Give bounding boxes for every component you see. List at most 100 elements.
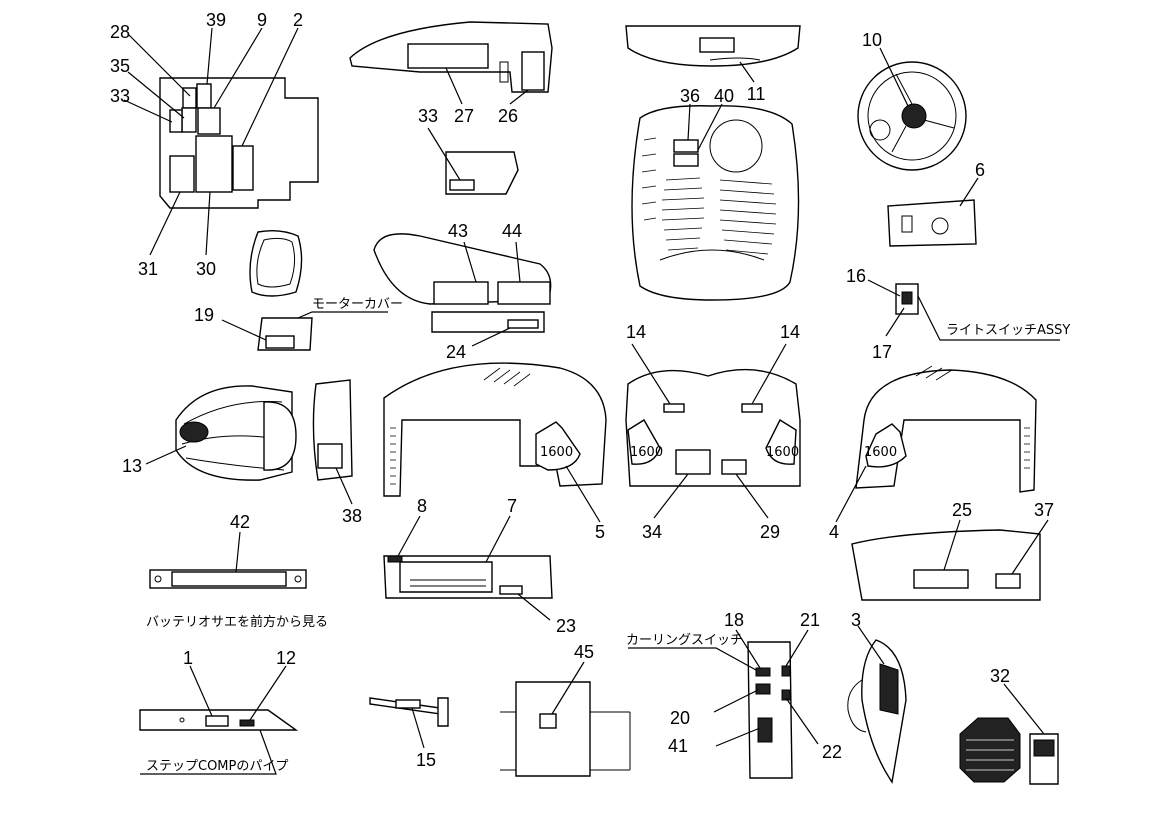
decal-39 xyxy=(196,83,212,109)
callout-38: 38 xyxy=(342,506,362,526)
callout-43: 43 xyxy=(448,221,468,241)
callout-37: 37 xyxy=(1034,500,1054,520)
decal-25 xyxy=(913,569,969,589)
caption-motor-cover: モーターカバー xyxy=(312,297,403,312)
callout-5: 5 xyxy=(595,522,605,542)
step-pipe-assembly xyxy=(139,665,299,775)
cover-panel-assembly xyxy=(851,519,1049,601)
decal-5 xyxy=(535,421,581,471)
decal-23 xyxy=(499,585,523,595)
decal-15 xyxy=(395,699,421,709)
callout-15: 15 xyxy=(416,750,436,770)
svg-text:1600: 1600 xyxy=(864,445,897,460)
svg-text:1600: 1600 xyxy=(766,445,799,460)
decal-35 xyxy=(181,107,197,133)
caption-step-pipe: ステップCOMPのパイプ xyxy=(146,759,288,774)
callout-11: 11 xyxy=(747,84,766,104)
callout-2: 2 xyxy=(293,10,303,30)
light-switch-assembly xyxy=(867,279,1060,341)
callout-13: 13 xyxy=(122,456,142,476)
decal-38 xyxy=(317,443,343,469)
callout-35: 35 xyxy=(110,56,130,76)
ignition-panel xyxy=(887,177,979,247)
decal-30 xyxy=(195,135,233,193)
decal-24 xyxy=(507,319,539,329)
steering-wheel-assembly xyxy=(857,47,967,171)
decal-9 xyxy=(197,107,221,135)
seat-assembly xyxy=(373,233,552,347)
caption-light-switch: ライトスイッチASSY xyxy=(946,323,1070,338)
callout-24: 24 xyxy=(446,342,466,362)
decal-21 xyxy=(781,665,791,677)
floor-panel-assembly xyxy=(123,27,319,256)
decal-4 xyxy=(865,423,907,468)
callout-20: 20 xyxy=(670,708,690,728)
callout-9: 9 xyxy=(257,10,267,30)
callout-1: 1 xyxy=(183,648,193,668)
callout-27: 27 xyxy=(454,106,474,126)
callout-29: 29 xyxy=(760,522,780,542)
decal-36 xyxy=(673,139,699,153)
decal-14b xyxy=(741,403,763,413)
decal-16 xyxy=(901,291,913,305)
callout-21: 21 xyxy=(800,610,820,630)
callout-16: 16 xyxy=(846,266,866,286)
callout-8: 8 xyxy=(417,496,427,516)
decal-42 xyxy=(171,571,287,587)
decal-44 xyxy=(497,281,551,305)
decal-29 xyxy=(721,459,747,475)
decal-19 xyxy=(265,335,295,349)
decal-33a xyxy=(169,109,183,133)
decal-37 xyxy=(995,573,1021,589)
bracket-assembly xyxy=(427,127,519,195)
callout-36: 36 xyxy=(680,86,700,106)
rear-center-assembly: 1600 1600 xyxy=(625,343,801,519)
lever-assembly xyxy=(847,625,907,784)
callout-41: 41 xyxy=(668,736,688,756)
callout-14-b: 14 xyxy=(780,322,800,342)
callout-32: 32 xyxy=(990,666,1010,686)
callout-44: 44 xyxy=(502,221,522,241)
decal-26 xyxy=(521,51,545,91)
speaker-grille-assembly xyxy=(959,683,1059,785)
battery-holder-assembly xyxy=(149,531,307,589)
decal-2 xyxy=(232,145,254,191)
decal-8 xyxy=(387,555,403,563)
caption-battery-holder: バッテリオサエを前方から見る xyxy=(146,614,328,630)
callout-42: 42 xyxy=(230,512,250,532)
left-fender-assembly: 1600 xyxy=(383,362,607,523)
callout-3: 3 xyxy=(851,610,861,630)
callout-30: 30 xyxy=(196,259,216,279)
side-strip-assembly xyxy=(312,379,353,505)
front-cowl-assembly xyxy=(625,25,801,301)
decal-40 xyxy=(673,153,699,167)
callout-7: 7 xyxy=(507,496,517,516)
curling-switch-assembly xyxy=(628,629,819,779)
rod-assembly xyxy=(369,697,449,749)
callout-45: 45 xyxy=(574,642,594,662)
svg-text:1600: 1600 xyxy=(630,445,663,460)
svg-text:1600: 1600 xyxy=(540,445,573,460)
callout-19: 19 xyxy=(194,305,214,325)
decal-43 xyxy=(433,281,489,305)
callout-31: 31 xyxy=(138,259,158,279)
callout-25: 25 xyxy=(952,500,972,520)
callout-22: 22 xyxy=(822,742,842,762)
decal-12 xyxy=(239,719,255,727)
decal-20 xyxy=(755,683,771,695)
decal-34 xyxy=(675,449,711,475)
decal-22 xyxy=(781,689,791,701)
right-fender-assembly: 1600 xyxy=(835,365,1037,523)
front-cover-assembly xyxy=(145,385,297,481)
callout-40: 40 xyxy=(714,86,734,106)
decal-31 xyxy=(169,155,195,193)
callout-33-b: 33 xyxy=(418,106,438,126)
decal-45 xyxy=(539,713,557,729)
tray-assembly xyxy=(383,515,553,621)
callout-12: 12 xyxy=(276,648,296,668)
callout-10: 10 xyxy=(862,30,882,50)
callout-26: 26 xyxy=(498,106,518,126)
callout-34: 34 xyxy=(642,522,662,542)
callout-4: 4 xyxy=(829,522,839,542)
decal-41 xyxy=(757,717,773,743)
